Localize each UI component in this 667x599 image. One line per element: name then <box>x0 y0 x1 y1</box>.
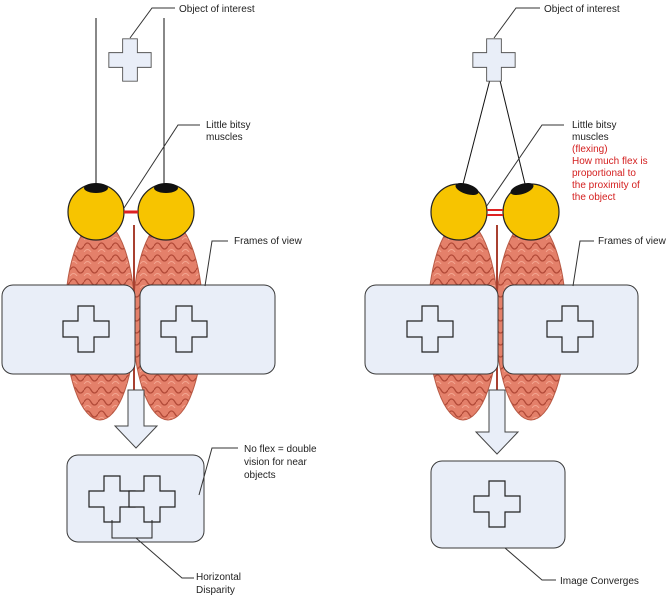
left-eye <box>67 183 125 241</box>
object-label: Object of interest <box>179 4 255 15</box>
muscles-label: Little bitsy muscles <box>572 120 619 143</box>
flexing-note-line: (flexing) <box>572 144 608 155</box>
callout-line <box>504 547 556 581</box>
disparity-label: Horizontal Disparity <box>196 572 244 596</box>
double-vision-label-line: objects <box>244 470 276 481</box>
right-eye <box>502 182 560 241</box>
frame-of-view-right <box>139 284 276 375</box>
down-arrow <box>474 389 520 455</box>
object-label: Object of interest <box>544 4 620 15</box>
callout-line <box>485 124 564 208</box>
callout-line <box>204 240 228 287</box>
callout-line <box>129 7 175 39</box>
right-eye <box>137 183 195 241</box>
muscles-label: Little bitsy muscles <box>206 120 253 143</box>
frame-of-view-left <box>364 284 499 375</box>
double-vision-label: No flex = double vision for near objects <box>244 444 319 481</box>
double-vision-label-line: vision for near <box>244 457 307 468</box>
callout-line <box>572 240 594 287</box>
flexing-note: (flexing) How much flex is proportional … <box>572 144 650 203</box>
muscles-label-line: muscles <box>206 132 243 143</box>
left-eye <box>430 182 488 241</box>
disparity-label-line: Horizontal <box>196 572 241 583</box>
flexing-note-line: the object <box>572 192 616 203</box>
muscles-label-line: Little bitsy <box>206 120 250 131</box>
frames-label: Frames of view <box>234 236 303 247</box>
frames-label: Frames of view <box>598 236 667 247</box>
flexing-note-line: How much flex is <box>572 156 648 167</box>
object-of-interest-cross <box>108 38 152 82</box>
callout-line <box>135 537 194 579</box>
result-frame-double <box>66 454 205 543</box>
left-panel: Object of interest Little bitsy muscles … <box>1 4 319 596</box>
double-vision-label-line: No flex = double <box>244 444 317 455</box>
result-frame-converged <box>430 460 566 549</box>
muscles-label-line: Little bitsy <box>572 120 616 131</box>
object-of-interest-cross <box>472 38 516 82</box>
callout-line <box>493 7 540 39</box>
callout-line <box>123 124 200 209</box>
frame-of-view-left <box>1 284 136 375</box>
down-arrow <box>113 389 159 449</box>
converge-label: Image Converges <box>560 576 639 587</box>
flexing-note-line: the proximity of <box>572 180 640 191</box>
flexing-note-line: proportional to <box>572 168 636 179</box>
disparity-bracket <box>111 520 153 539</box>
callout-line <box>198 447 238 496</box>
frame-of-view-right <box>502 284 639 375</box>
right-panel: Object of interest Little bitsy muscles … <box>364 4 667 587</box>
disparity-label-line: Disparity <box>196 585 235 596</box>
muscles-label-line: muscles <box>572 132 609 143</box>
